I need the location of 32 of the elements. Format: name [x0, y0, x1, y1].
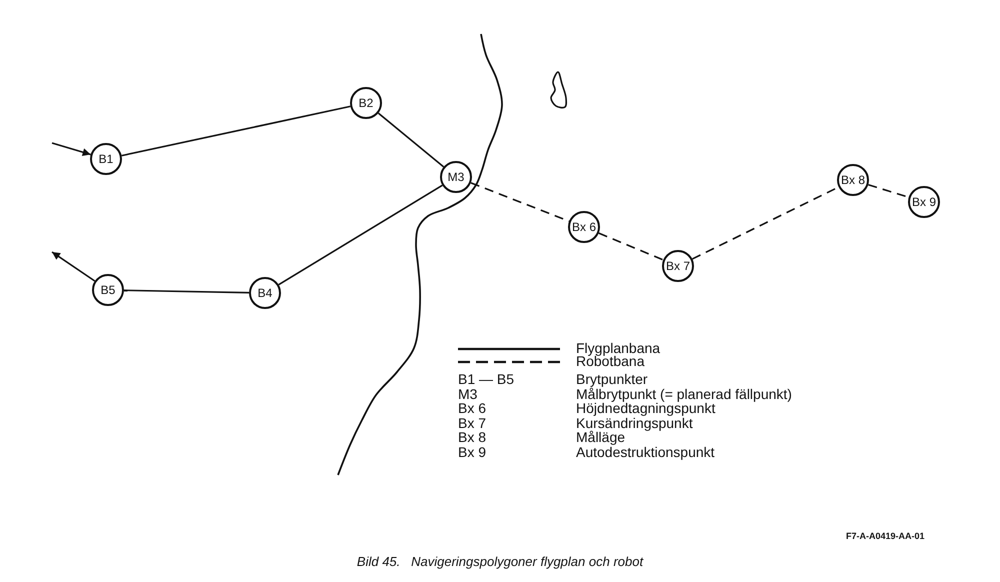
waypoint-circle: Bx 7 — [662, 250, 694, 282]
waypoint-circle: Bx 8 — [837, 164, 869, 196]
waypoint-circle: Bx 6 — [568, 211, 600, 243]
waypoint-circle: B4 — [249, 277, 281, 309]
legend-key: B1 — B5 — [458, 372, 514, 387]
legend-description: Målbrytpunkt (= planerad fällpunkt) — [576, 386, 792, 402]
arrow — [52, 142, 91, 156]
legend-key: Bx 6 — [458, 401, 486, 416]
legend-key: Bx 8 — [458, 430, 486, 446]
legend-description: Autodestruktionspunkt — [576, 445, 715, 460]
legend-description: Brytpunkter — [576, 372, 648, 387]
waypoint-circle: M3 — [440, 161, 472, 193]
legend-key: M3 — [458, 386, 478, 402]
figure-caption: Bild 45. Navigeringspolygoner flygplan och robot — [356, 554, 644, 569]
route-line — [378, 112, 444, 168]
legend-key: Bx 9 — [458, 445, 486, 460]
waypoint-circle: B2 — [350, 87, 382, 119]
legend-description: Höjdnedtagningspunkt — [576, 401, 716, 416]
waypoint-circle: Bx 9 — [908, 186, 940, 218]
figure-code: F7-A-A0419-AA-01 — [846, 530, 925, 543]
route-line — [598, 232, 664, 261]
arrow — [52, 251, 96, 282]
route-line — [278, 184, 443, 286]
route-line — [121, 106, 351, 156]
legend-key: Bx 7 — [458, 416, 486, 431]
route-line — [124, 290, 250, 294]
legend-description: Kursändringspunkt — [576, 416, 693, 431]
legend-text: Flygplanbana — [576, 341, 660, 356]
legend-description: Målläge — [576, 430, 626, 446]
waypoint-circle: B5 — [92, 274, 124, 306]
waypoint-circle: B1 — [90, 143, 122, 175]
legend-text: Robotbana — [576, 354, 645, 369]
